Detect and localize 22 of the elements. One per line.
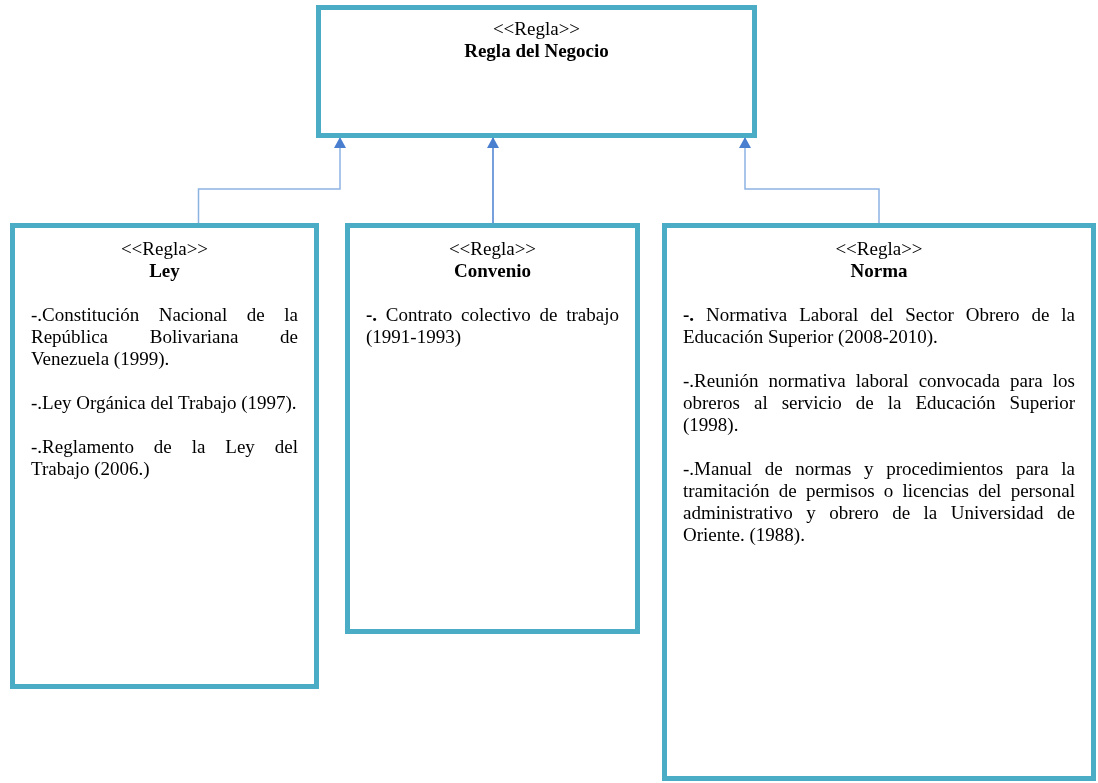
class-name: Norma (849, 260, 909, 282)
class-name: Convenio (452, 260, 533, 282)
rule-text: -.Constitución Nacional de la República Bolivariana de Venezuela (1999). (31, 304, 298, 370)
class-name: Regla del Negocio (463, 40, 610, 62)
rule-text: -.Ley Orgánica del Trabajo (1997). (31, 392, 298, 414)
inheritance-arrow (739, 137, 880, 224)
rule-text: -.Reunión normativa laboral convocada para los obreros al servicio de la Educación Superior (1998). (683, 370, 1075, 436)
class-box (316, 5, 757, 138)
stereotype-label: <<Regla>> (834, 238, 924, 260)
inheritance-arrow (487, 137, 499, 224)
class-name: Ley (148, 260, 181, 282)
rule-text: -. Normativa Laboral del Sector Obrero de la Educación Superior (2008-2010). (683, 304, 1075, 348)
rule-text: -.Manual de normas y procedimientos para la tramitación de permisos o licencias del personal administrativo y obrero de la Universidad de Oriente. (1988). (683, 458, 1075, 546)
class-box (662, 223, 1096, 781)
rule-text: -. Contrato colectivo de trabajo (1991-1993) (366, 304, 619, 348)
stereotype-label: <<Regla>> (447, 238, 538, 260)
class-box (345, 223, 640, 634)
stereotype-label: <<Regla>> (491, 18, 582, 40)
inheritance-arrow (197, 137, 346, 224)
rule-text: -.Reglamento de la Ley del Trabajo (2006.) (31, 436, 298, 480)
class-box (10, 223, 319, 689)
stereotype-label: <<Regla>> (119, 238, 210, 260)
